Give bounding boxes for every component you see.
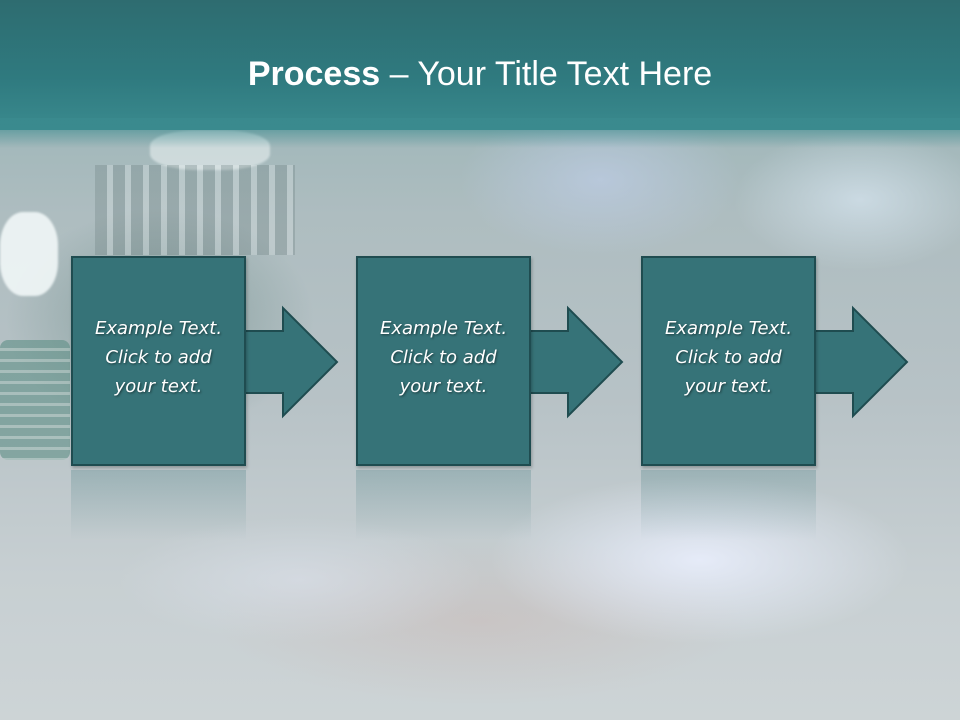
- title-bar: [0, 0, 960, 130]
- process-step-3[interactable]: Example Text. Click to add your text.: [641, 256, 911, 468]
- bokeh-light: [0, 212, 58, 296]
- step-text[interactable]: Example Text. Click to add your text.: [94, 318, 223, 397]
- step-text[interactable]: Example Text. Click to add your text.: [379, 318, 508, 397]
- step-box[interactable]: Example Text. Click to add your text.: [356, 256, 531, 466]
- slide-title[interactable]: Process – Your Title Text Here: [0, 52, 960, 96]
- step-reflection: [356, 470, 531, 540]
- slide-title-rest: – Your Title Text Here: [380, 55, 713, 93]
- title-bar-fade: [0, 118, 960, 148]
- arrow-right-icon: [810, 305, 909, 419]
- step-text[interactable]: Example Text. Click to add your text.: [664, 318, 793, 397]
- process-step-2[interactable]: Example Text. Click to add your text.: [356, 256, 626, 468]
- step-box[interactable]: Example Text. Click to add your text.: [71, 256, 246, 466]
- slide-title-bold: Process: [247, 55, 381, 93]
- step-box[interactable]: Example Text. Click to add your text.: [641, 256, 816, 466]
- step-reflection: [71, 470, 246, 540]
- arrow-right-icon: [240, 305, 339, 419]
- arrow-right-icon: [525, 305, 624, 419]
- casino-chips-stack: [0, 340, 70, 460]
- casino-chips-blur: [95, 165, 295, 255]
- step-reflection: [641, 470, 816, 540]
- process-step-1[interactable]: Example Text. Click to add your text.: [71, 256, 341, 468]
